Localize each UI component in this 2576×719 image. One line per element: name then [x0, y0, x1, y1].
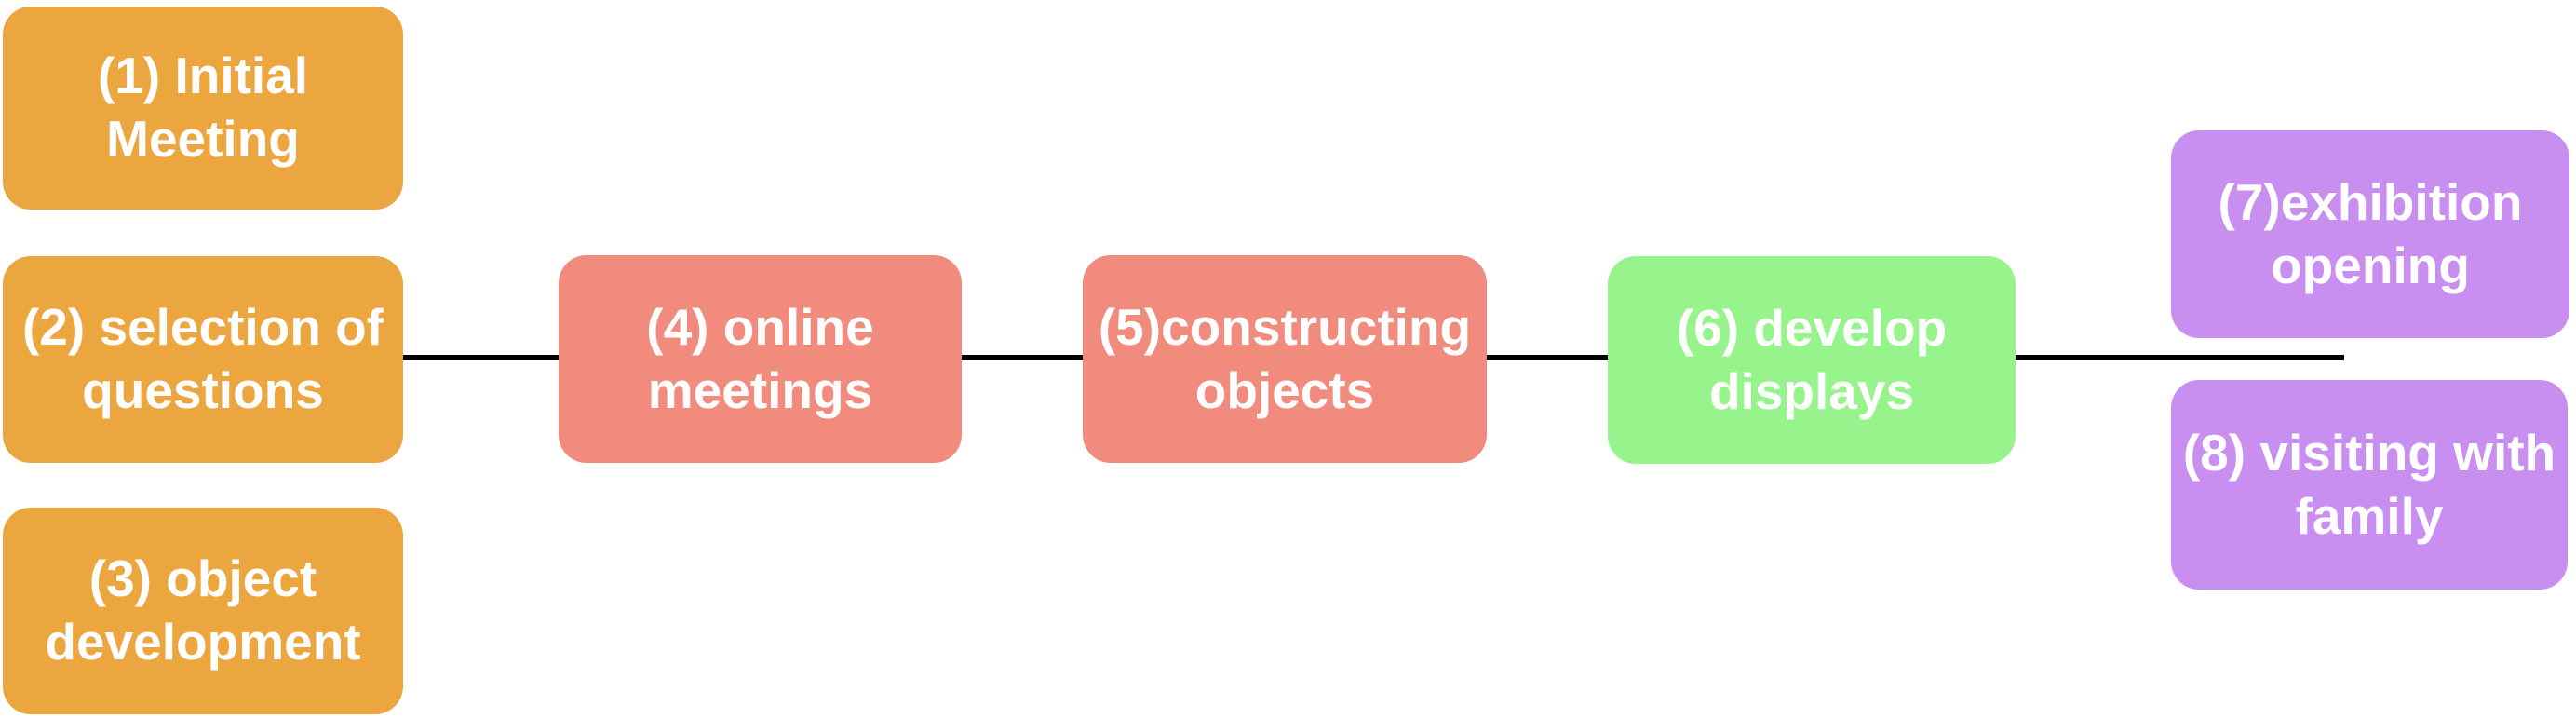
- node-online-meetings: (4) online meetings: [559, 255, 962, 463]
- node-label: (8) visiting with family: [2182, 423, 2556, 545]
- node-label: (3) object development: [45, 549, 361, 671]
- node-label: (5)constructing objects: [1098, 297, 1472, 419]
- node-label: (4) online meetings: [646, 297, 874, 419]
- node-object-development: (3) object development: [3, 508, 403, 714]
- node-label: (1) Initial Meeting: [97, 47, 309, 168]
- node-selection-of-questions: (2) selection of questions: [3, 256, 403, 463]
- node-initial-meeting: (1) Initial Meeting: [3, 7, 403, 210]
- node-label: (6) develop displays: [1676, 298, 1948, 420]
- node-visiting-with-family: (8) visiting with family: [2171, 380, 2568, 590]
- node-exhibition-opening: (7)exhibition opening: [2171, 130, 2569, 338]
- node-constructing-objects: (5)constructing objects: [1083, 255, 1487, 463]
- node-develop-displays: (6) develop displays: [1608, 256, 2016, 464]
- node-label: (7)exhibition opening: [2218, 172, 2523, 294]
- node-label: (2) selection of questions: [21, 298, 384, 419]
